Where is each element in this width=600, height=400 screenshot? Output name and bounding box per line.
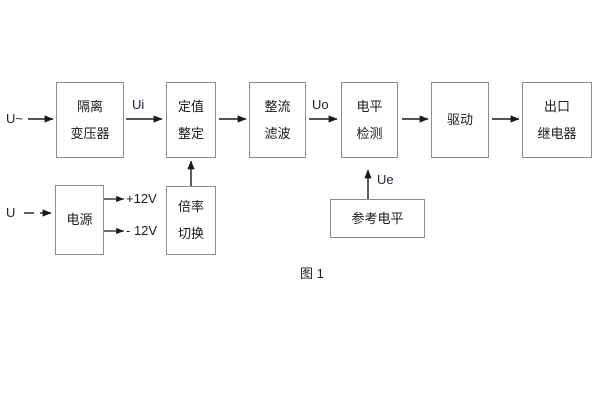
signal-label-minus12v: - 12V: [126, 223, 158, 238]
figure-caption: 图 1: [300, 266, 324, 281]
block-rectify-filter-line1: 整流: [264, 98, 291, 114]
signal-label-uo: Uo: [312, 97, 329, 112]
block-rectify-filter-line2: 滤波: [264, 125, 291, 141]
signal-label-ue: Ue: [377, 172, 394, 187]
block-reference-level-line1: 参考电平: [351, 210, 404, 226]
signal-label-plus12v: +12V: [126, 191, 157, 206]
block-multiplier-switch-line2: 切换: [177, 226, 204, 241]
block-output-relay-line1: 出口: [543, 98, 570, 114]
block-setting-value-line2: 整定: [177, 125, 204, 141]
block-isolation-transformer-line2: 变压器: [70, 125, 110, 141]
block-level-detection-line2: 检测: [356, 125, 383, 141]
block-output-relay-line2: 继电器: [537, 125, 577, 141]
block-power-supply-line1: 电源: [66, 212, 93, 228]
block-drive[interactable]: 驱动: [431, 82, 489, 158]
block-output-relay[interactable]: 出口 继电器: [522, 82, 592, 158]
block-rectify-filter[interactable]: 整流 滤波: [249, 82, 306, 158]
block-setting-value[interactable]: 定值 整定: [166, 82, 216, 158]
block-multiplier-switch[interactable]: 倍率 切换: [166, 186, 216, 255]
block-power-supply[interactable]: 电源: [55, 185, 104, 255]
block-isolation-transformer[interactable]: 隔离 变压器: [56, 82, 124, 158]
block-reference-level[interactable]: 参考电平: [330, 199, 425, 238]
block-level-detection[interactable]: 电平 检测: [341, 82, 398, 158]
block-setting-value-line1: 定值: [177, 98, 204, 114]
block-isolation-transformer-line1: 隔离: [76, 98, 103, 114]
signal-label-ui: Ui: [132, 97, 145, 112]
block-drive-line1: 驱动: [446, 112, 473, 128]
block-level-detection-line1: 电平: [356, 98, 383, 114]
input-label-dc: U: [6, 205, 16, 220]
block-multiplier-switch-line1: 倍率: [177, 199, 204, 215]
input-label-ac: U~: [6, 111, 23, 126]
